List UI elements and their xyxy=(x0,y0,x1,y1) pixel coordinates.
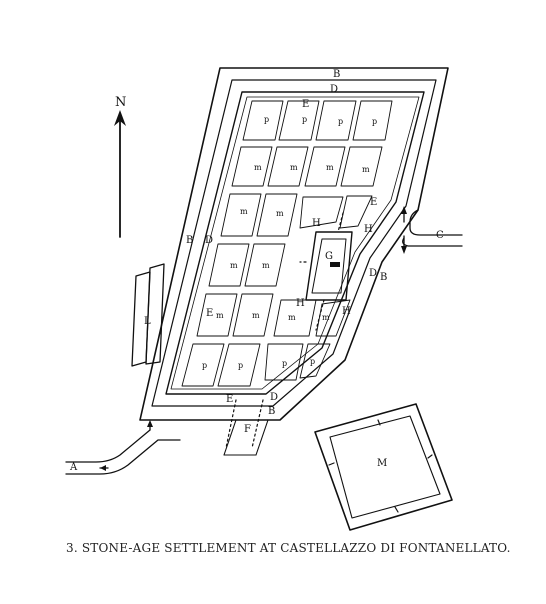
label-b-north: B xyxy=(333,69,340,80)
lot-markings: p p p p m m m m m m m m m m m m p p p p xyxy=(202,115,377,370)
label-g: G xyxy=(325,251,333,262)
label-e-south: E xyxy=(226,394,233,405)
label-e-north: E xyxy=(302,99,309,110)
svg-text:m: m xyxy=(254,163,262,172)
svg-text:m: m xyxy=(262,261,270,270)
svg-text:p: p xyxy=(282,359,287,368)
road-a xyxy=(65,420,181,475)
svg-text:m: m xyxy=(230,261,238,270)
label-a: A xyxy=(69,462,78,473)
svg-text:p: p xyxy=(310,357,315,366)
label-d-south: D xyxy=(270,392,278,403)
svg-text:p: p xyxy=(338,117,343,126)
label-m: M xyxy=(377,458,387,469)
label-e-west: E xyxy=(206,308,213,319)
label-h-1: H xyxy=(312,218,321,229)
svg-text:m: m xyxy=(276,209,284,218)
svg-text:p: p xyxy=(238,361,243,370)
label-h-4: H xyxy=(342,306,351,317)
label-h-2: H xyxy=(364,224,373,235)
central-enclosure xyxy=(305,231,353,301)
building-l xyxy=(131,263,165,367)
figure-caption: 3. STONE-AGE SETTLEMENT AT CASTELLAZZO D… xyxy=(66,541,511,555)
svg-text:p: p xyxy=(302,115,307,124)
label-d-west: D xyxy=(205,235,213,246)
svg-text:m: m xyxy=(252,311,260,320)
compass-label: N xyxy=(115,95,126,110)
label-d-north: D xyxy=(330,84,338,95)
svg-text:p: p xyxy=(202,361,207,370)
label-l: L xyxy=(144,316,151,327)
svg-text:p: p xyxy=(264,115,269,124)
outer-embankment-inner xyxy=(151,79,437,407)
label-c: C xyxy=(436,230,444,241)
label-d-east: D xyxy=(369,268,377,279)
label-f: F xyxy=(244,424,251,435)
label-e-east: E xyxy=(370,197,377,208)
label-b-west: B xyxy=(186,235,193,246)
label-b-east: B xyxy=(380,272,387,283)
svg-text:m: m xyxy=(288,313,296,322)
dwelling-lots xyxy=(181,100,393,387)
dotted-axis xyxy=(225,212,344,449)
outer-embankment xyxy=(139,67,449,421)
road-c xyxy=(401,206,463,254)
settlement-inner-wall xyxy=(170,96,420,390)
label-h-3: H xyxy=(296,298,305,309)
south-passage xyxy=(223,419,269,456)
svg-text:m: m xyxy=(290,163,298,172)
map-labels: B D E B D C B D H H H H G E E E D B F L … xyxy=(69,69,444,473)
svg-text:m: m xyxy=(362,165,370,174)
north-arrow-icon xyxy=(114,110,126,238)
svg-text:m: m xyxy=(322,313,330,322)
svg-text:m: m xyxy=(216,311,224,320)
svg-text:m: m xyxy=(326,163,334,172)
label-b-south: B xyxy=(268,406,275,417)
svg-text:m: m xyxy=(240,207,248,216)
enclosure-m xyxy=(314,403,453,531)
svg-text:p: p xyxy=(372,117,377,126)
